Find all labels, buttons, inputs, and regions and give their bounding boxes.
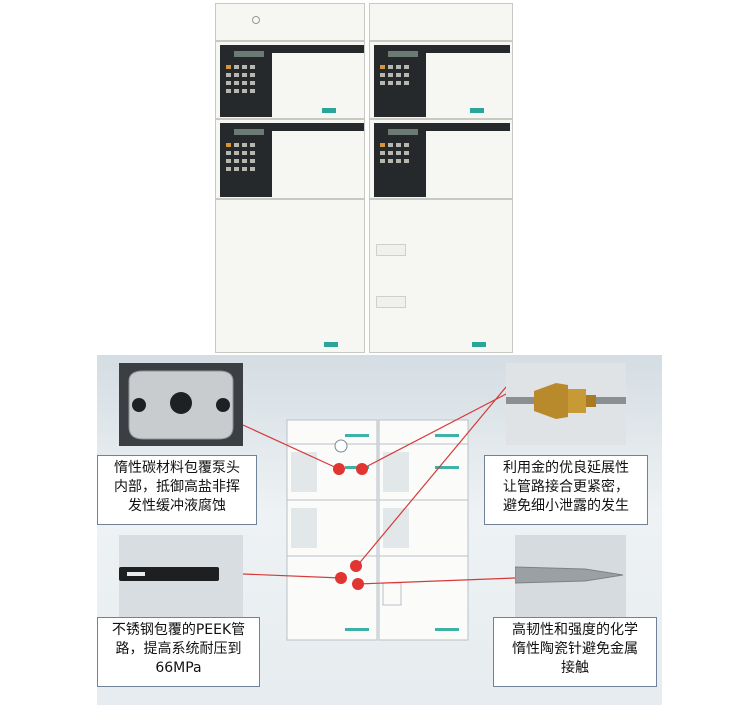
marker-dot-ceramic-needle [352, 578, 364, 590]
right-module-2-display [388, 129, 418, 135]
right-base-door-handle-bottom [376, 296, 406, 308]
callout-peek-tube: 不锈钢包覆的PEEK管 路，提高系统耐压到 66MPa [97, 617, 260, 687]
left-pump-2-control-panel [220, 123, 272, 197]
left-top-cap [215, 3, 365, 41]
peek-tube-icon [119, 567, 219, 581]
left-pump-module-1 [215, 41, 365, 119]
callout-gold-fitting: 利用金的优良延展性 让管路接合更紧密， 避免细小泄露的发生 [484, 455, 648, 525]
left-pump-1-display [234, 51, 264, 57]
left-pump-1-badge [322, 108, 336, 113]
instrument-line-drawing [285, 418, 470, 643]
left-base-badge [324, 342, 338, 347]
right-module-1-badge [470, 108, 484, 113]
instrument-outline-svg [286, 419, 469, 641]
callout-pump-head: 惰性碳材料包覆泵头 内部，抵御高盐非挥 发性缓冲液腐蚀 [97, 455, 257, 525]
right-module-1-control-panel [374, 45, 426, 117]
ceramic-needle-icon [514, 566, 624, 584]
left-pump-module-2 [215, 119, 365, 199]
right-base-badge [472, 342, 486, 347]
gold-fitting-photo [506, 363, 626, 445]
marker-dot-peek-tube [335, 572, 347, 584]
right-module-1-display [388, 51, 418, 57]
gold-fitting-icon [506, 383, 626, 419]
left-base-cabinet [215, 199, 365, 353]
right-base-door-handle-top [376, 244, 406, 256]
right-detector-module [369, 119, 513, 199]
left-pump-1-control-panel [220, 45, 272, 117]
left-pump-2-display [234, 129, 264, 135]
marker-dot-pump-head [333, 463, 345, 475]
right-autosampler-module [369, 41, 513, 119]
pump-head-photo [119, 363, 243, 446]
peek-tube-photo [119, 535, 243, 617]
callout-ceramic-needle: 高韧性和强度的化学 惰性陶瓷针避免金属 接触 [493, 617, 657, 687]
right-base-cabinet [369, 199, 513, 353]
marker-dot-tube-upper [350, 560, 362, 572]
pump-head-icon [128, 370, 234, 440]
right-top-cap [369, 3, 513, 41]
right-module-2-control-panel [374, 123, 426, 197]
marker-dot-gold-fitting [356, 463, 368, 475]
power-indicator-icon [252, 16, 260, 24]
ceramic-needle-photo [514, 535, 626, 617]
hplc-instrument-photo [213, 3, 515, 355]
